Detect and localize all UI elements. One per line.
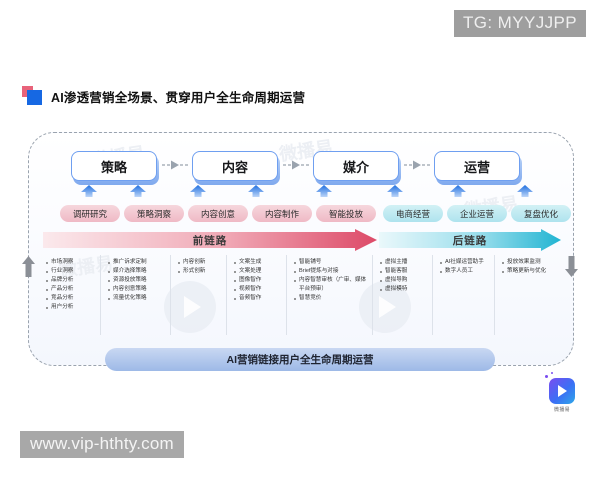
detail-item: 文案处理 (233, 267, 282, 276)
detail-item: 图像智作 (233, 276, 282, 285)
loop-down-arrow-icon (564, 256, 579, 278)
capability-pill-1[interactable]: 策略洞察 (124, 205, 184, 222)
detail-item: AI社媒运营助手 (439, 258, 490, 267)
detail-item: 智能客服 (379, 267, 428, 276)
capability-pill-7[interactable]: 复盘优化 (511, 205, 571, 222)
brand-play-icon (545, 372, 575, 404)
bottom-summary-bar: AI营销链接用户全生命周期运营 (105, 348, 495, 371)
detail-item: Brief提炼与对接 (293, 267, 368, 276)
detail-item: 内容创意策略 (107, 285, 166, 294)
detail-column-3: 文案生成 文案处理 图像智作 视频智作 音频智作 (227, 255, 287, 335)
detail-column-4: 智能铺号 Brief提炼与对接 内容智慧审核（广审、媒体平台预审） 智慧竞价 (287, 255, 373, 335)
background-watermark-play-2 (359, 281, 411, 333)
feed-up-arrow-icon-6 (449, 185, 467, 198)
detail-item: 市场洞察 (45, 258, 96, 267)
stage-connector-arrow-icon-0 (162, 159, 188, 171)
detail-item: 内容智慧审核（广审、媒体平台预审） (293, 276, 368, 294)
stage-node-label: 媒介 (313, 151, 399, 181)
detail-item: 视频智作 (233, 285, 282, 294)
capability-pill-4[interactable]: 智能投放 (316, 205, 376, 222)
stage-node-label: 策略 (71, 151, 157, 181)
detail-item: 品牌分析 (45, 276, 96, 285)
title-logo-mark (22, 86, 44, 106)
title-square-blue (27, 90, 42, 105)
feed-up-arrow-icon-2 (189, 185, 207, 198)
detail-column-5: 虚拟主播 智能客服 虚拟导购 虚拟模特 (373, 255, 433, 335)
feed-up-arrow-icon-3 (247, 185, 265, 198)
stage-node-1[interactable]: 内容 (192, 151, 280, 185)
detail-item: 形式创新 (177, 267, 222, 276)
detail-item: 智能铺号 (293, 258, 368, 267)
brand-dot-2 (551, 372, 553, 374)
detail-column-7: 投放效果监测 策略更新与优化 (495, 255, 557, 335)
capability-pill-6[interactable]: 企业运营 (447, 205, 507, 222)
detail-column-0: 市场洞察 行业洞察 品牌分析 产品分析 竞品分析 用户分析 (39, 255, 101, 335)
detail-column-1: 推广诉求定制 媒介选择策略 资源投放策略 内容创意策略 流量优化策略 (101, 255, 171, 335)
detail-item: 媒介选择策略 (107, 267, 166, 276)
top-right-watermark: TG: MYYJJPP (454, 10, 586, 37)
capability-pill-3[interactable]: 内容制作 (252, 205, 312, 222)
detail-item: 智慧竞价 (293, 294, 368, 303)
capability-pill-0[interactable]: 调研研究 (60, 205, 120, 222)
detail-columns: 市场洞察 行业洞察 品牌分析 产品分析 竞品分析 用户分析 推广诉求定制 媒介选… (39, 255, 563, 335)
diagram-frame: 微播易 微播易 微播易 微播易 策略 内容 媒介 运营 (28, 132, 574, 366)
stage-node-0[interactable]: 策略 (71, 151, 159, 185)
detail-column-2: 内容创新 形式创新 (171, 255, 227, 335)
detail-item: 虚拟主播 (379, 258, 428, 267)
feed-up-arrow-icon-4 (315, 185, 333, 198)
detail-item: 资源投放策略 (107, 276, 166, 285)
stage-node-label: 运营 (434, 151, 520, 181)
detail-item: 推广诉求定制 (107, 258, 166, 267)
detail-item: 流量优化策略 (107, 294, 166, 303)
detail-item: 竞品分析 (45, 294, 96, 303)
chain-arrow-front-label: 前链路 (192, 234, 228, 247)
brand-logo: 微播易 (542, 372, 582, 413)
page-title-row: AI渗透营销全场景、贯穿用户全生命周期运营 (22, 86, 305, 106)
brand-name: 微播易 (554, 407, 570, 413)
detail-item: 虚拟导购 (379, 276, 428, 285)
chain-arrow-front: 前链路 (43, 229, 377, 251)
stage-row: 策略 内容 媒介 运营 (29, 133, 573, 365)
stage-node-label: 内容 (192, 151, 278, 181)
bottom-left-watermark: www.vip-hthty.com (20, 431, 184, 458)
loop-up-arrow-icon (21, 256, 36, 278)
brand-dot-1 (545, 375, 548, 378)
background-watermark-play-1 (164, 281, 216, 333)
chain-arrow-back: 后链路 (379, 229, 561, 251)
stage-node-3[interactable]: 运营 (434, 151, 522, 185)
chain-arrow-back-label: 后链路 (452, 234, 488, 247)
stage-node-2[interactable]: 媒介 (313, 151, 401, 185)
feed-up-arrow-icon-0 (80, 185, 98, 198)
detail-item: 文案生成 (233, 258, 282, 267)
detail-item: 用户分析 (45, 303, 96, 312)
detail-item: 音频智作 (233, 294, 282, 303)
feed-up-arrow-icon-5 (386, 185, 404, 198)
detail-item: 数字人员工 (439, 267, 490, 276)
capability-pill-5[interactable]: 电商经营 (383, 205, 443, 222)
detail-item: 策略更新与优化 (501, 267, 553, 276)
stage-connector-arrow-icon-1 (283, 159, 309, 171)
detail-item: 内容创新 (177, 258, 222, 267)
detail-item: 产品分析 (45, 285, 96, 294)
detail-column-6: AI社媒运营助手 数字人员工 (433, 255, 495, 335)
capability-pill-2[interactable]: 内容创意 (188, 205, 248, 222)
detail-item: 投放效果监测 (501, 258, 553, 267)
stage-connector-arrow-icon-2 (404, 159, 430, 171)
feed-up-arrow-icon-1 (129, 185, 147, 198)
detail-item: 虚拟模特 (379, 285, 428, 294)
feed-up-arrow-icon-7 (516, 185, 534, 198)
detail-item: 行业洞察 (45, 267, 96, 276)
page-title: AI渗透营销全场景、贯穿用户全生命周期运营 (51, 90, 306, 105)
